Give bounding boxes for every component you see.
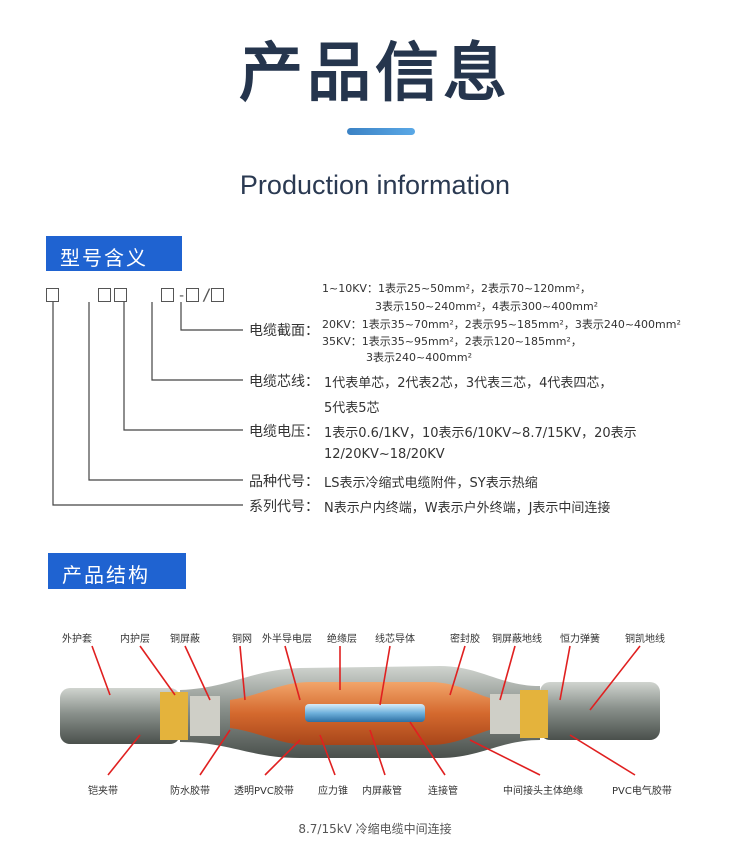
connector-cores: [151, 302, 243, 381]
desc-product-code: LS表示冷缩式电缆附件，SY表示热缩: [324, 476, 538, 491]
struct-label-stress-cone: 应力锥: [318, 786, 348, 797]
struct-label-inner-shield-tube: 内屏蔽管: [362, 786, 402, 797]
right-mesh: [490, 694, 520, 734]
desc-cross-section-3: 20KV：1表示35~70mm²，2表示95~185mm²，3表示240~400…: [322, 318, 681, 331]
struct-label-waterproof-tape: 防水胶带: [170, 786, 210, 797]
label-product-code: 品种代号：: [249, 474, 319, 490]
desc-cores-2: 5代表5芯: [324, 401, 380, 416]
cable-left-sheath: [60, 688, 180, 744]
desc-cores-1: 1代表单芯，2代表2芯，3代表三芯，4代表四芯，: [324, 376, 613, 391]
code-box-product-1: [97, 288, 111, 302]
code-connector-lines: [52, 302, 243, 506]
code-box-series: [46, 288, 59, 302]
code-box-section: [211, 288, 225, 302]
cable-right-sheath: [540, 682, 660, 740]
struct-label-inner-sheath: 内护层: [120, 634, 150, 645]
desc-cross-section-2: 3表示150~240mm²，4表示300~400mm²: [375, 300, 599, 313]
label-series-code: 系列代号：: [249, 499, 319, 515]
right-screen-band: [520, 690, 548, 738]
struct-label-main-insulation: 中间接头主体绝缘: [503, 786, 583, 797]
model-code-pattern: -/: [46, 284, 227, 305]
desc-series-code: N表示户内终端，W表示户外终端，J表示中间连接: [324, 501, 611, 516]
code-box-product-2: [113, 288, 127, 302]
struct-label-insulation: 绝缘层: [327, 634, 357, 645]
code-box-cores: [185, 288, 199, 302]
desc-cross-section-4: 35KV：1表示35~95mm²，2表示120~185mm²，: [322, 335, 582, 348]
diagram-caption: 8.7/15kV 冷缩电缆中间连接: [298, 822, 452, 836]
cable-joint-diagram: [60, 645, 660, 776]
title-underline: [347, 128, 415, 135]
joint-connector: [305, 704, 425, 722]
page-subtitle: Production information: [239, 170, 511, 200]
desc-voltage-2: 12/20KV~18/20KV: [324, 447, 445, 462]
desc-voltage-1: 1表示0.6/1KV，10表示6/10KV~8.7/15KV，20表示: [324, 426, 637, 441]
code-box-voltage: [161, 288, 175, 302]
connector-section: [180, 302, 243, 331]
label-voltage: 电缆电压：: [249, 424, 319, 440]
section-title-model: 型号含义: [46, 236, 182, 271]
struct-label-pvc-tape: PVC电气胶带: [612, 786, 672, 797]
section-title-structure: 产品结构: [48, 553, 186, 589]
struct-label-armor-clamp: 铠夹带: [88, 786, 118, 797]
connector-series: [52, 302, 243, 506]
left-mesh: [190, 696, 220, 736]
struct-label-pvc-tape-clear: 透明PVC胶带: [234, 786, 294, 797]
struct-label-conductor: 线芯导体: [375, 634, 415, 645]
desc-cross-section-5: 3表示240~400mm²: [366, 351, 473, 364]
label-cores: 电缆芯线：: [249, 374, 319, 390]
struct-label-copper-shield: 铜屏蔽: [170, 634, 200, 645]
struct-label-sealant: 密封胶: [450, 634, 480, 645]
struct-label-outer-semiconductive: 外半导电层: [262, 634, 312, 645]
struct-label-copper-mesh: 铜网: [232, 634, 252, 645]
pointer-arrows: [91, 645, 641, 776]
struct-label-spring: 恒力弹簧: [560, 634, 600, 645]
connector-voltage: [123, 302, 243, 431]
struct-label-outer-sheath: 外护套: [62, 634, 92, 645]
page-title: 产品信息: [239, 37, 511, 111]
desc-cross-section-1: 1~10KV：1表示25~50mm²，2表示70~120mm²，: [322, 282, 592, 295]
label-cross-section: 电缆截面：: [249, 323, 319, 339]
struct-label-connector-tube: 连接管: [428, 786, 458, 797]
struct-label-shield-ground: 铜屏蔽地线: [492, 634, 542, 645]
struct-label-armor-ground: 铜凯地线: [625, 634, 665, 645]
connector-product: [88, 302, 243, 481]
left-screen-band: [160, 692, 188, 740]
